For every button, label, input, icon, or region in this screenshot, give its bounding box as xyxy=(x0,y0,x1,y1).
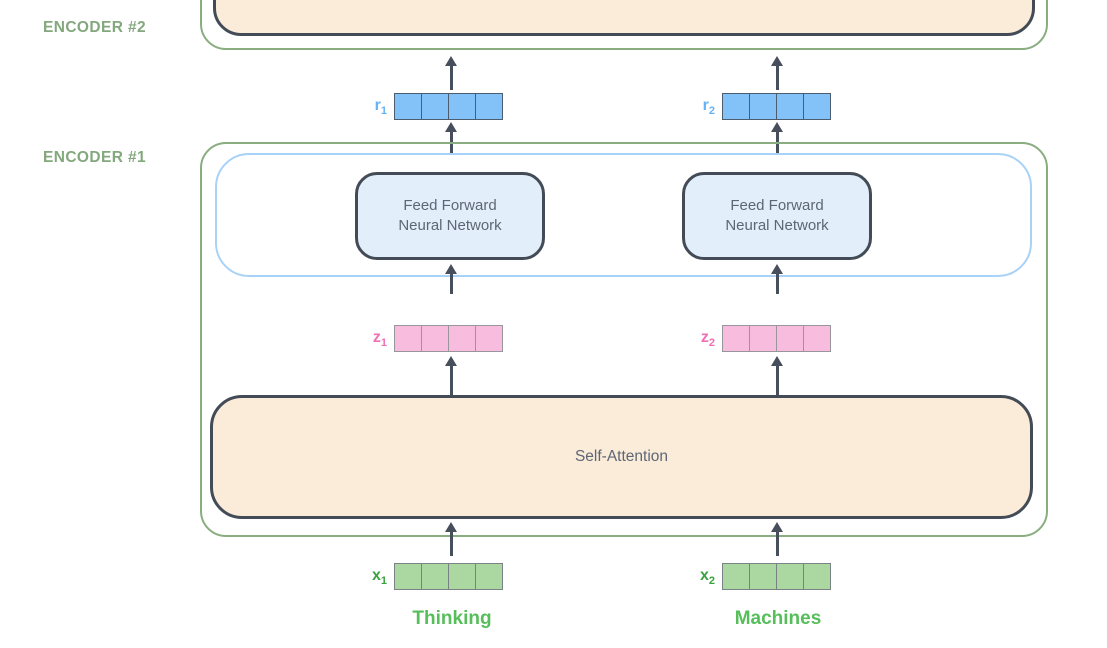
vector-z2-label: z2 xyxy=(700,329,715,350)
self-attention-label: Self-Attention xyxy=(574,448,669,465)
feed-forward-box-1-line1: Feed Forward xyxy=(403,197,497,214)
vector-cell xyxy=(722,93,749,120)
vector-r1-cells xyxy=(394,93,503,120)
vector-cell xyxy=(776,93,803,120)
vector-cell xyxy=(394,325,421,352)
vector-cell xyxy=(475,93,503,120)
vector-cell xyxy=(803,563,831,590)
vector-z2-cells xyxy=(722,325,831,352)
arrow-z2-to-ff2 xyxy=(771,264,783,294)
feed-forward-box-2-line1: Feed Forward xyxy=(730,197,824,214)
vector-cell xyxy=(448,93,475,120)
arrow-r2-to-encoder2 xyxy=(771,56,783,90)
encoder-2-box xyxy=(200,0,1048,50)
vector-z1: z1 xyxy=(352,325,503,352)
feed-forward-box-2: Feed Forward Neural Network xyxy=(682,172,872,260)
vector-cell xyxy=(394,93,421,120)
vector-r1: r1 xyxy=(352,93,503,120)
vector-cell xyxy=(421,325,448,352)
vector-cell xyxy=(394,563,421,590)
vector-cell xyxy=(776,325,803,352)
vector-cell xyxy=(421,563,448,590)
vector-r2: r2 xyxy=(680,93,831,120)
vector-cell xyxy=(722,563,749,590)
arrow-ff1-to-r1 xyxy=(445,122,457,171)
feed-forward-box-2-line2: Neural Network xyxy=(725,217,829,234)
vector-cell xyxy=(749,325,776,352)
vector-cell xyxy=(475,325,503,352)
vector-cell xyxy=(803,325,831,352)
input-word-machines: Machines xyxy=(734,608,822,629)
arrow-ff2-to-r2 xyxy=(771,122,783,171)
vector-z2: z2 xyxy=(680,325,831,352)
vector-z1-label: z1 xyxy=(372,329,387,350)
input-word-thinking: Thinking xyxy=(412,608,492,629)
vector-cell xyxy=(722,325,749,352)
feed-forward-box-1-line2: Neural Network xyxy=(398,217,502,234)
encoder-1-label: ENCODER #1 xyxy=(43,149,147,166)
vector-cell xyxy=(803,93,831,120)
vector-cell xyxy=(749,93,776,120)
feed-forward-layer-container xyxy=(215,153,1032,277)
vector-x1: x1 xyxy=(352,563,503,590)
arrow-x2-to-sa xyxy=(771,522,783,556)
vector-r2-cells xyxy=(722,93,831,120)
self-attention-box: Self-Attention xyxy=(210,395,1033,519)
vector-x1-cells xyxy=(394,563,503,590)
vector-z1-cells xyxy=(394,325,503,352)
vector-cell xyxy=(448,563,475,590)
encoder-1-box xyxy=(200,142,1048,537)
vector-x2-label: x2 xyxy=(699,567,715,588)
arrow-r1-to-encoder2 xyxy=(445,56,457,90)
arrow-sa-to-z2 xyxy=(771,356,783,395)
vector-x1-label: x1 xyxy=(371,567,387,588)
arrow-z1-to-ff1 xyxy=(445,264,457,294)
encoder-2-label: ENCODER #2 xyxy=(43,19,147,36)
vector-cell xyxy=(776,563,803,590)
arrow-sa-to-z1 xyxy=(445,356,457,395)
feed-forward-box-1: Feed Forward Neural Network xyxy=(355,172,545,260)
vector-r1-label: r1 xyxy=(374,97,387,118)
vector-cell xyxy=(475,563,503,590)
vector-r2-label: r2 xyxy=(702,97,715,118)
encoder-2-self-attention-box xyxy=(213,0,1035,36)
vector-x2-cells xyxy=(722,563,831,590)
vector-cell xyxy=(749,563,776,590)
vector-x2: x2 xyxy=(680,563,831,590)
vector-cell xyxy=(448,325,475,352)
vector-cell xyxy=(421,93,448,120)
arrow-x1-to-sa xyxy=(445,522,457,556)
